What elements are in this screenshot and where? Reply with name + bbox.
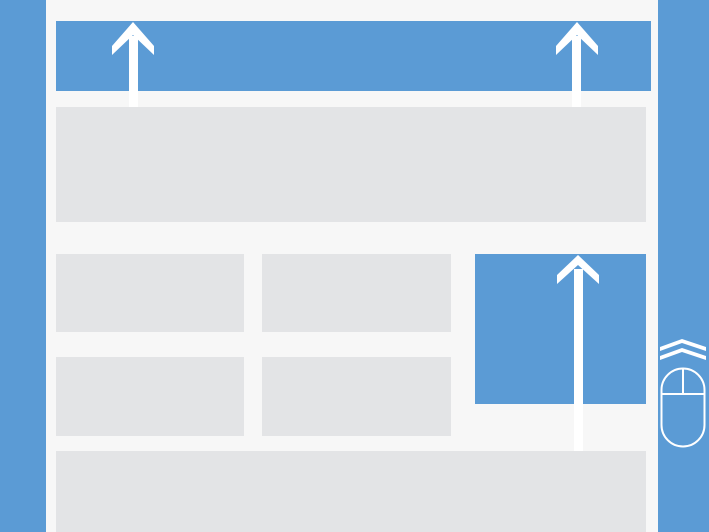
right-scroll-rail [658, 0, 709, 532]
sticky-header-block [56, 21, 651, 91]
card-placeholder [262, 357, 451, 436]
left-rail [0, 0, 46, 532]
card-placeholder [56, 357, 244, 436]
hero-placeholder-block [56, 107, 646, 222]
card-placeholder [262, 254, 451, 332]
footer-placeholder-block [56, 451, 646, 532]
card-placeholder [56, 254, 244, 332]
sticky-side-panel [475, 254, 646, 404]
